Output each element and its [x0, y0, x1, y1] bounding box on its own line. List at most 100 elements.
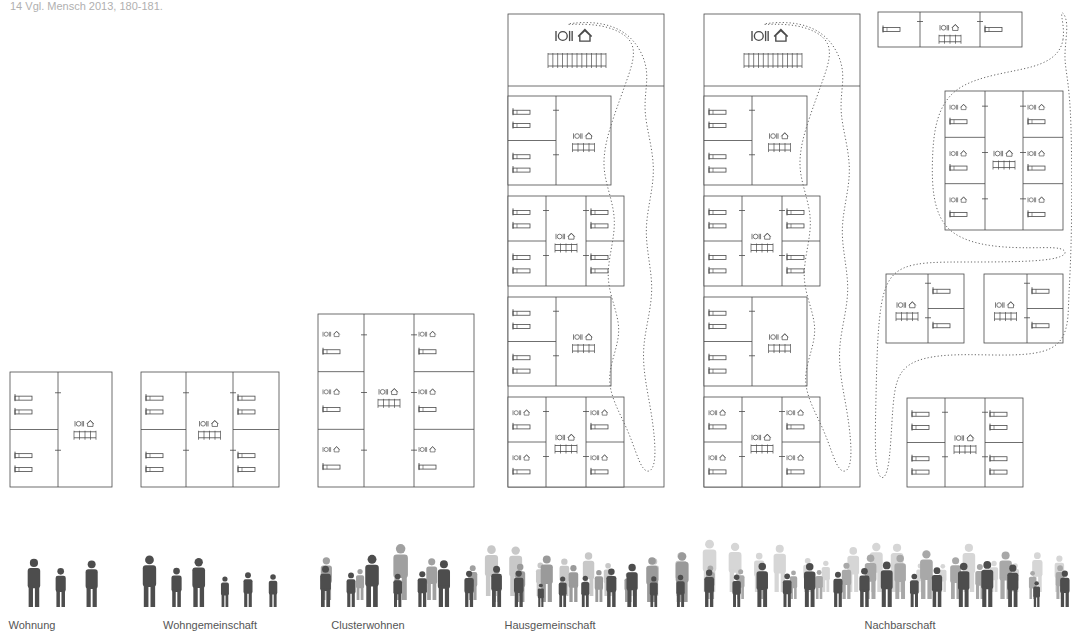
neighbourhood-outline: [875, 13, 1071, 478]
bed-symbol: [950, 164, 967, 171]
room-outline: [886, 274, 964, 343]
bed-symbol: [990, 455, 1007, 462]
wall-line: [361, 334, 367, 335]
bed-symbol: [238, 465, 255, 472]
label-text: Nachbarschaft: [865, 619, 936, 631]
table-symbol: [573, 344, 595, 353]
room-outline: [984, 274, 1063, 343]
wall-line: [543, 210, 549, 211]
bed-symbol: [1028, 164, 1045, 171]
bed-symbol: [912, 455, 929, 462]
room-outline: [10, 372, 112, 487]
bed-symbol: [787, 267, 804, 274]
kitchen-symbol: [940, 24, 959, 30]
wall-line: [553, 154, 559, 155]
table-symbol: [751, 445, 773, 454]
bed-symbol: [513, 122, 530, 129]
kitchen-symbol: [787, 455, 804, 460]
wall-line: [749, 110, 755, 111]
wall-line: [739, 456, 745, 457]
bed-symbol: [709, 423, 726, 430]
wall-line: [411, 450, 417, 451]
bed-symbol: [238, 394, 255, 401]
wall-line: [233, 429, 279, 430]
caption-label: Wohngemeinschaft: [163, 619, 257, 631]
bed-symbol: [513, 354, 530, 361]
bed-symbol: [513, 253, 530, 260]
wall-line: [1024, 283, 1030, 284]
wall-line: [779, 456, 785, 457]
table-symbol: [555, 445, 577, 454]
wall-line: [318, 429, 364, 430]
wall-line: [704, 341, 752, 342]
wall-line: [779, 411, 785, 412]
wall-line: [1023, 137, 1063, 138]
bed-symbol: [709, 253, 726, 260]
bed-symbol: [15, 452, 32, 459]
table-symbol: [74, 431, 96, 440]
kitchen-symbol: [950, 104, 967, 109]
kitchen-symbol: [950, 151, 967, 156]
bed-symbol: [990, 424, 1007, 431]
kitchen-symbol: [513, 455, 530, 460]
bed-symbol: [419, 463, 436, 470]
bed-symbol: [513, 468, 530, 475]
wall-line: [704, 140, 752, 141]
bed-symbol: [950, 118, 967, 125]
bed-symbol: [709, 323, 726, 330]
bed-symbol: [513, 367, 530, 374]
bed-symbol: [323, 348, 340, 355]
wall-line: [1027, 308, 1063, 309]
wall-line: [411, 392, 417, 393]
table-symbol: [993, 161, 1015, 170]
bed-symbol: [513, 153, 530, 160]
wall-line: [982, 106, 988, 107]
wall-line: [230, 450, 236, 451]
house-block: [508, 14, 664, 487]
kitchen-symbol: [574, 334, 593, 340]
bed-symbol: [513, 222, 530, 229]
house-block: [704, 14, 860, 487]
bed-symbol: [709, 222, 726, 229]
room-outline: [508, 297, 611, 386]
wall-line: [907, 442, 945, 443]
kitchen-symbol: [770, 133, 789, 139]
wall-line: [55, 392, 61, 393]
wall-line: [543, 411, 549, 412]
bed-symbol: [709, 153, 726, 160]
wall-line: [361, 392, 367, 393]
label-text: 14 Vgl. Mensch 2013, 180-181.: [10, 0, 163, 12]
bed-symbol: [709, 367, 726, 374]
label-text: Hausgemeinschaft: [504, 619, 595, 631]
room-outline: [878, 12, 1022, 47]
wall-line: [704, 86, 860, 87]
wall-line: [982, 456, 988, 457]
room-outline: [704, 297, 807, 386]
bed-symbol: [1032, 287, 1049, 294]
bed-symbol: [15, 408, 32, 415]
bed-symbol: [990, 410, 1007, 417]
wall-line: [928, 308, 964, 309]
bed-symbol: [419, 348, 436, 355]
bed-symbol: [912, 468, 929, 475]
wall-line: [782, 442, 820, 443]
kitchen-symbol: [709, 410, 726, 415]
wall-line: [925, 317, 931, 318]
table-symbol: [954, 445, 976, 454]
wall-line: [508, 241, 546, 242]
kitchen-symbol: [323, 389, 340, 394]
wall-line: [977, 21, 983, 22]
wall-line: [583, 411, 589, 412]
bed-symbol: [591, 267, 608, 274]
bed-symbol: [787, 468, 804, 475]
wall-line: [543, 456, 549, 457]
wall-line: [183, 392, 189, 393]
wall-line: [543, 255, 549, 256]
table-symbol: [378, 399, 400, 408]
bed-symbol: [1028, 118, 1045, 125]
bed-symbol: [513, 166, 530, 173]
wall-line: [1020, 106, 1026, 107]
bed-symbol: [15, 394, 32, 401]
wall-line: [982, 412, 988, 413]
wall-line: [945, 183, 985, 184]
